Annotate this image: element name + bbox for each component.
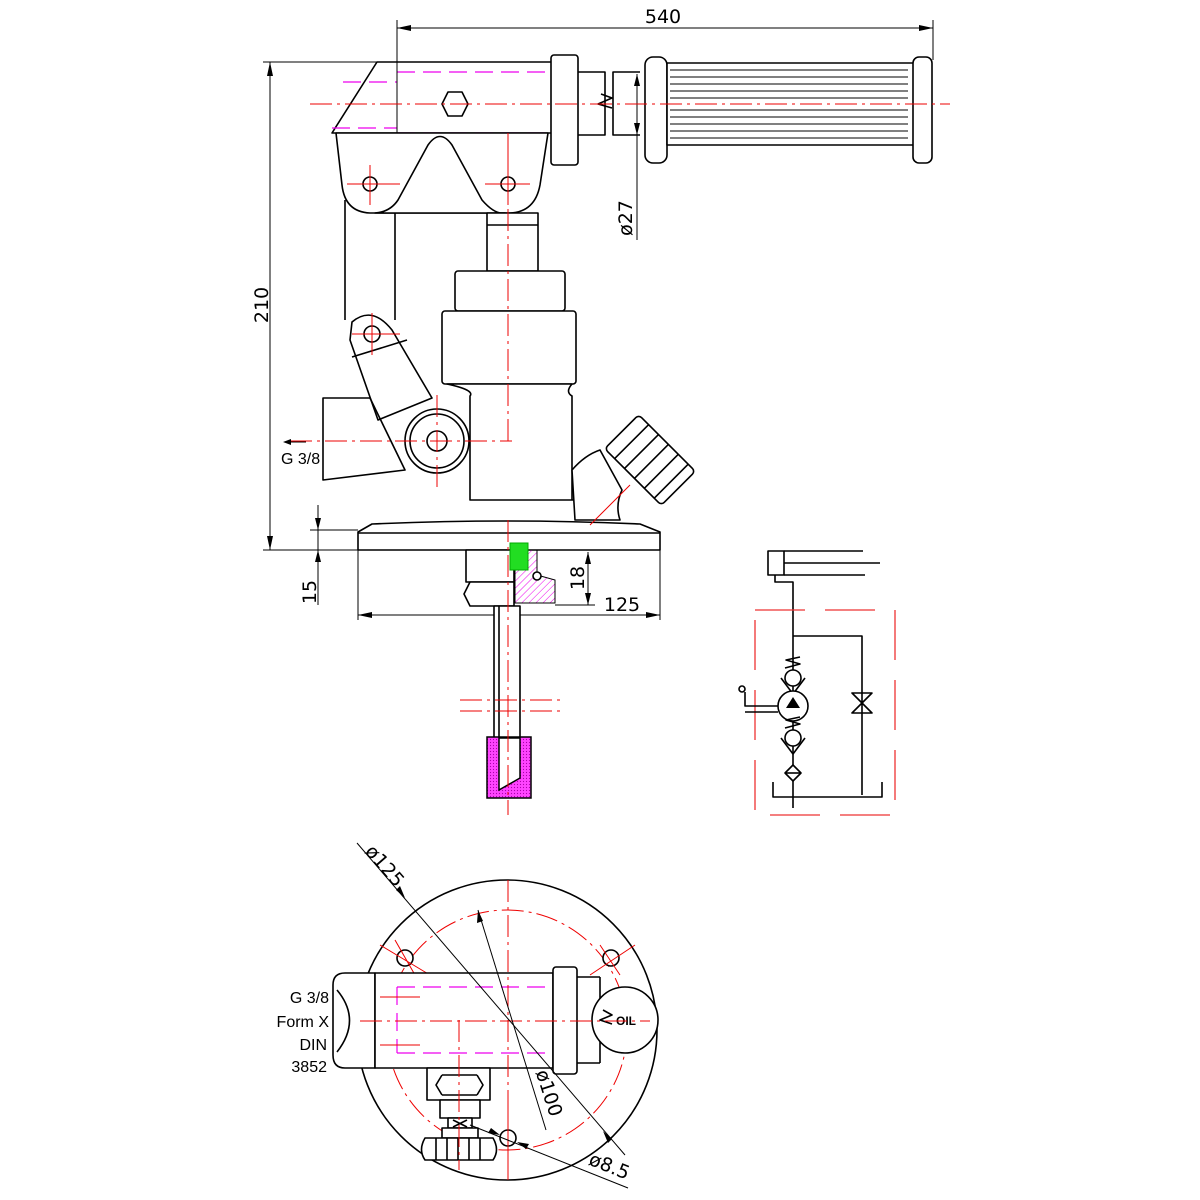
port-spec-line3: DIN xyxy=(299,1037,327,1054)
port-spec-line4: 3852 xyxy=(291,1059,327,1076)
lever-top: OIL xyxy=(332,966,659,1075)
dimension-15-label: 15 xyxy=(299,580,321,604)
dimension-8-5-label: ø8.5 xyxy=(586,1148,633,1184)
lever-head xyxy=(331,54,640,166)
port-spec-line2: Form X xyxy=(277,1014,330,1031)
dimension-540-label: 540 xyxy=(645,6,681,28)
side-port-label: G 3/8 xyxy=(281,439,320,468)
dimension-210-label: 210 xyxy=(251,287,273,323)
handle-grip xyxy=(644,56,933,164)
dimension-18: 18 xyxy=(555,552,595,606)
dimension-100-label: ø100 xyxy=(531,1067,567,1119)
dimension-18-label: 18 xyxy=(567,566,589,590)
dimension-27-label: ø27 xyxy=(615,200,637,236)
outlet-fitting xyxy=(463,542,556,607)
dimension-125-label: 125 xyxy=(604,594,640,616)
dimension-15: 15 xyxy=(299,505,358,605)
dimension-grip-diameter: ø27 xyxy=(615,74,640,240)
suction-tube xyxy=(486,605,532,799)
side-view: 540 210 15 18 125 ø27 xyxy=(251,6,950,815)
side-port-text: G 3/8 xyxy=(281,451,320,468)
port-spec-label: G 3/8 Form X DIN 3852 xyxy=(277,990,330,1076)
dimension-125-diameter-label: ø125 xyxy=(361,841,409,892)
linkage-block xyxy=(335,132,549,215)
top-view: OIL ø125 ø100 ø8.5 G 3/8 Form X DIN 3852 xyxy=(277,841,659,1189)
side-link xyxy=(344,200,433,421)
filler-cap xyxy=(605,415,695,505)
port-spec-line1: G 3/8 xyxy=(290,990,329,1007)
hydraulic-schematic xyxy=(738,550,896,816)
